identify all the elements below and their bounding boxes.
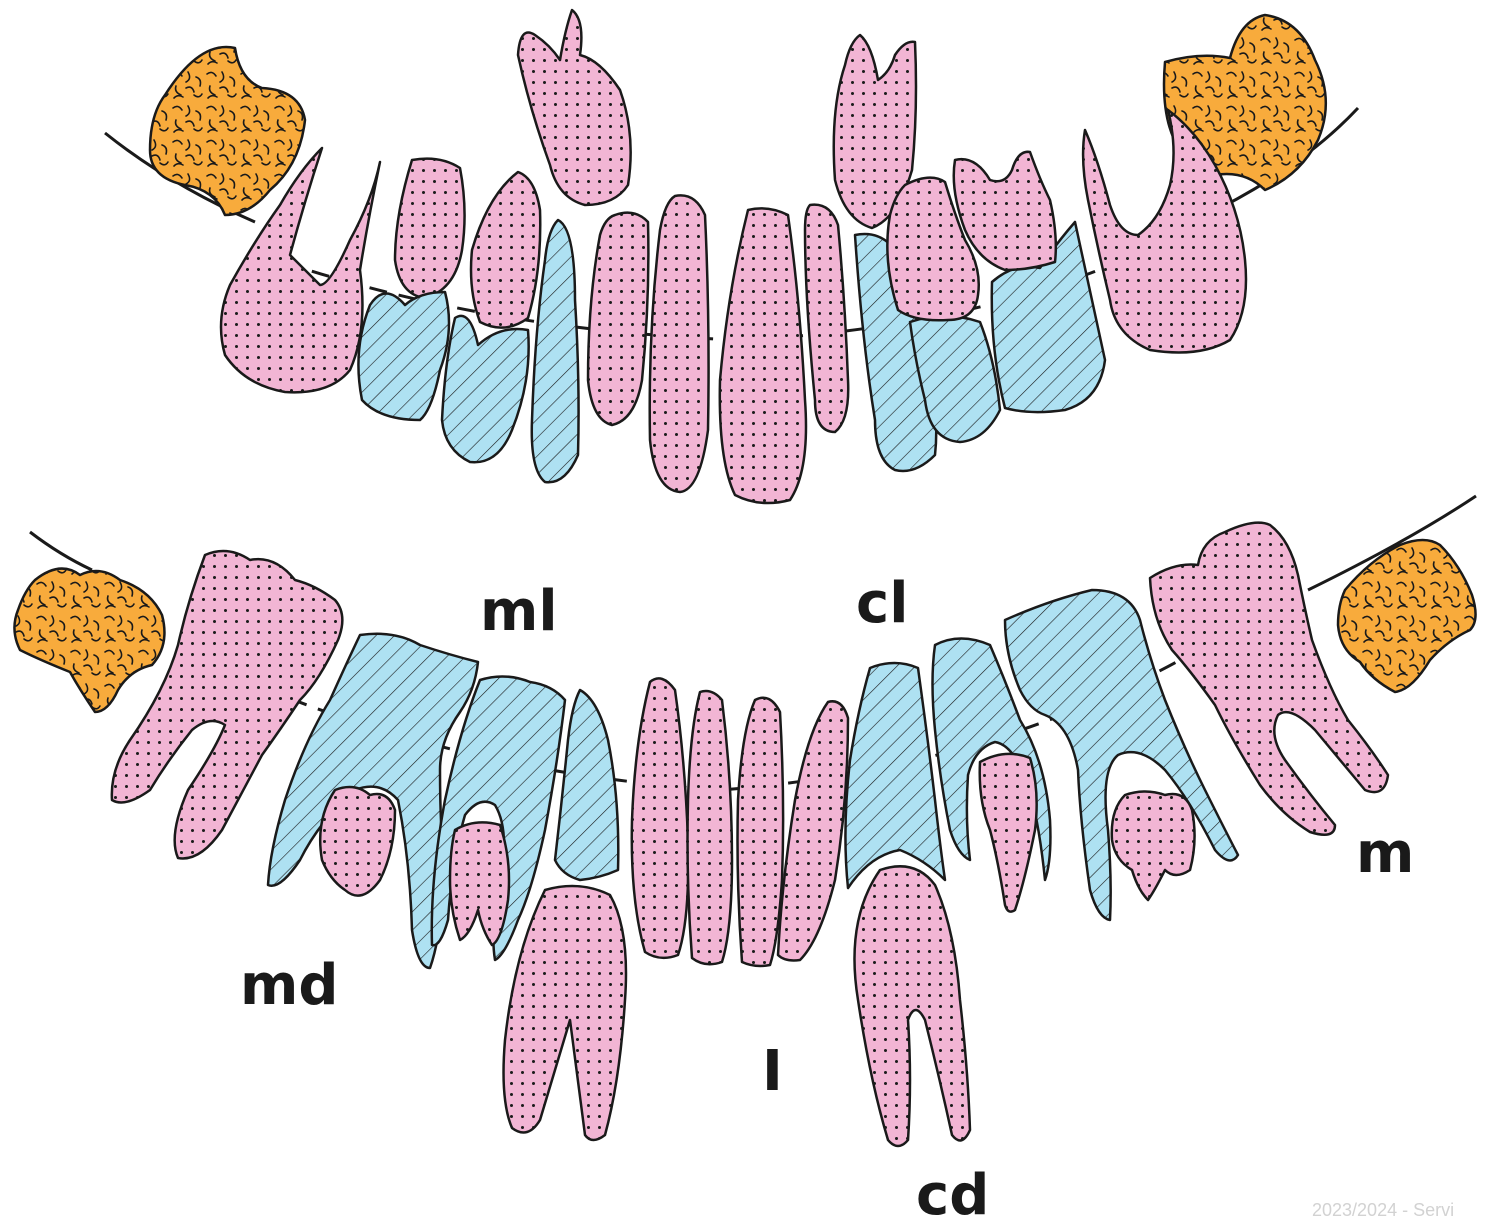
lower-incisor-4 — [778, 701, 848, 960]
lower-right-erupting-canine — [854, 866, 970, 1146]
upper-left-canine-pink — [471, 172, 540, 328]
label-m: m — [1356, 826, 1414, 882]
upper-incisor-4 — [805, 205, 848, 432]
upper-left-third-molar — [150, 47, 305, 215]
lower-left-developing-premolar-1 — [320, 787, 395, 896]
label-md: md — [240, 958, 338, 1014]
lower-left-third-molar — [14, 569, 164, 712]
upper-incisor-3 — [720, 208, 806, 503]
lower-incisor-1 — [632, 678, 689, 957]
footer-copyright: 2023/2024 - Servi — [1312, 1200, 1454, 1221]
upper-left-premolar-pink — [395, 159, 465, 298]
upper-left-premolar-blue — [358, 292, 449, 420]
lower-left-erupting-canine — [504, 886, 626, 1140]
lower-left-canine-blue — [555, 690, 618, 880]
label-cd: cd — [916, 1168, 989, 1224]
label-cl: cl — [856, 576, 908, 632]
lower-right-canine-blue — [845, 663, 945, 888]
label-ml: ml — [480, 584, 558, 640]
upper-left-central-tall-tooth — [518, 10, 631, 205]
lower-incisor-2 — [688, 691, 733, 964]
upper-left-canine-blue — [442, 316, 529, 462]
upper-incisor-2 — [650, 195, 709, 492]
lower-left-developing-premolar-2 — [450, 822, 509, 945]
upper-incisor-1 — [588, 213, 648, 425]
lower-arch-solid-line-left — [30, 532, 92, 570]
lower-right-developing-canine — [980, 754, 1037, 912]
label-I: I — [762, 1044, 783, 1100]
lower-right-developing-premolar — [1112, 792, 1195, 901]
lower-incisor-3 — [738, 698, 784, 966]
